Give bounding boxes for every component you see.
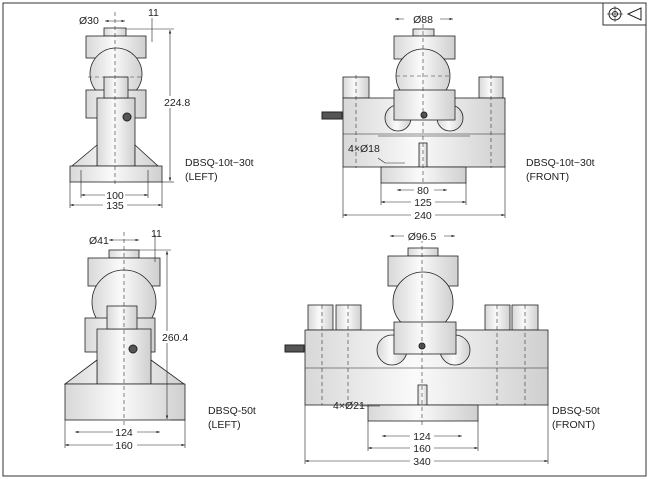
dim-holes: 4×Ø21 xyxy=(333,400,365,412)
dim-height: 224.8 xyxy=(164,97,190,109)
view-label: (LEFT) xyxy=(185,171,218,183)
dim-pin-dia: Ø30 xyxy=(79,15,99,27)
dim-inner: 100 xyxy=(106,190,124,202)
dim-inner: 80 xyxy=(417,185,429,197)
dim-outer: 135 xyxy=(106,200,124,212)
dim-pin-height: 11 xyxy=(151,228,162,240)
dim-disk-dia: Ø96.5 xyxy=(408,231,437,243)
projection-symbol-icon xyxy=(602,2,647,26)
dim-inner: 124 xyxy=(413,431,431,443)
dim-holes: 4×Ø18 xyxy=(348,143,380,155)
dim-mid: 125 xyxy=(414,197,432,209)
dim-outer: 340 xyxy=(413,456,431,468)
view-label: (FRONT) xyxy=(526,171,569,183)
dim-outer: 240 xyxy=(414,210,432,222)
model-label: DBSQ-10t~30t xyxy=(526,157,595,169)
dim-disk-dia: Ø88 xyxy=(413,14,433,26)
view-label: (LEFT) xyxy=(208,419,241,431)
model-label: DBSQ-50t xyxy=(208,405,256,417)
dim-inner: 124 xyxy=(115,427,133,439)
view-50t-front: Ø96.5 4×Ø21 124 160 340 DBSQ-50t (FRONT) xyxy=(284,231,600,468)
view-10t-left: Ø30 11 224.8 100 135 DBSQ-10t~30t (LEFT) xyxy=(69,7,254,212)
dim-pin-dia: Ø41 xyxy=(89,235,109,247)
view-50t-left: Ø41 11 260.4 124 160 DBSQ-50t (LEFT) xyxy=(63,228,256,452)
model-label: DBSQ-10t~30t xyxy=(185,157,254,169)
dim-height: 260.4 xyxy=(162,332,188,344)
dim-outer: 160 xyxy=(115,440,133,452)
model-label: DBSQ-50t xyxy=(552,405,600,417)
dim-pin-height: 11 xyxy=(148,7,159,19)
dim-mid: 160 xyxy=(413,443,431,455)
view-label: (FRONT) xyxy=(552,419,595,431)
view-10t-front: Ø88 4×Ø18 80 125 240 DBSQ-10t~30t (FRONT… xyxy=(321,14,595,222)
